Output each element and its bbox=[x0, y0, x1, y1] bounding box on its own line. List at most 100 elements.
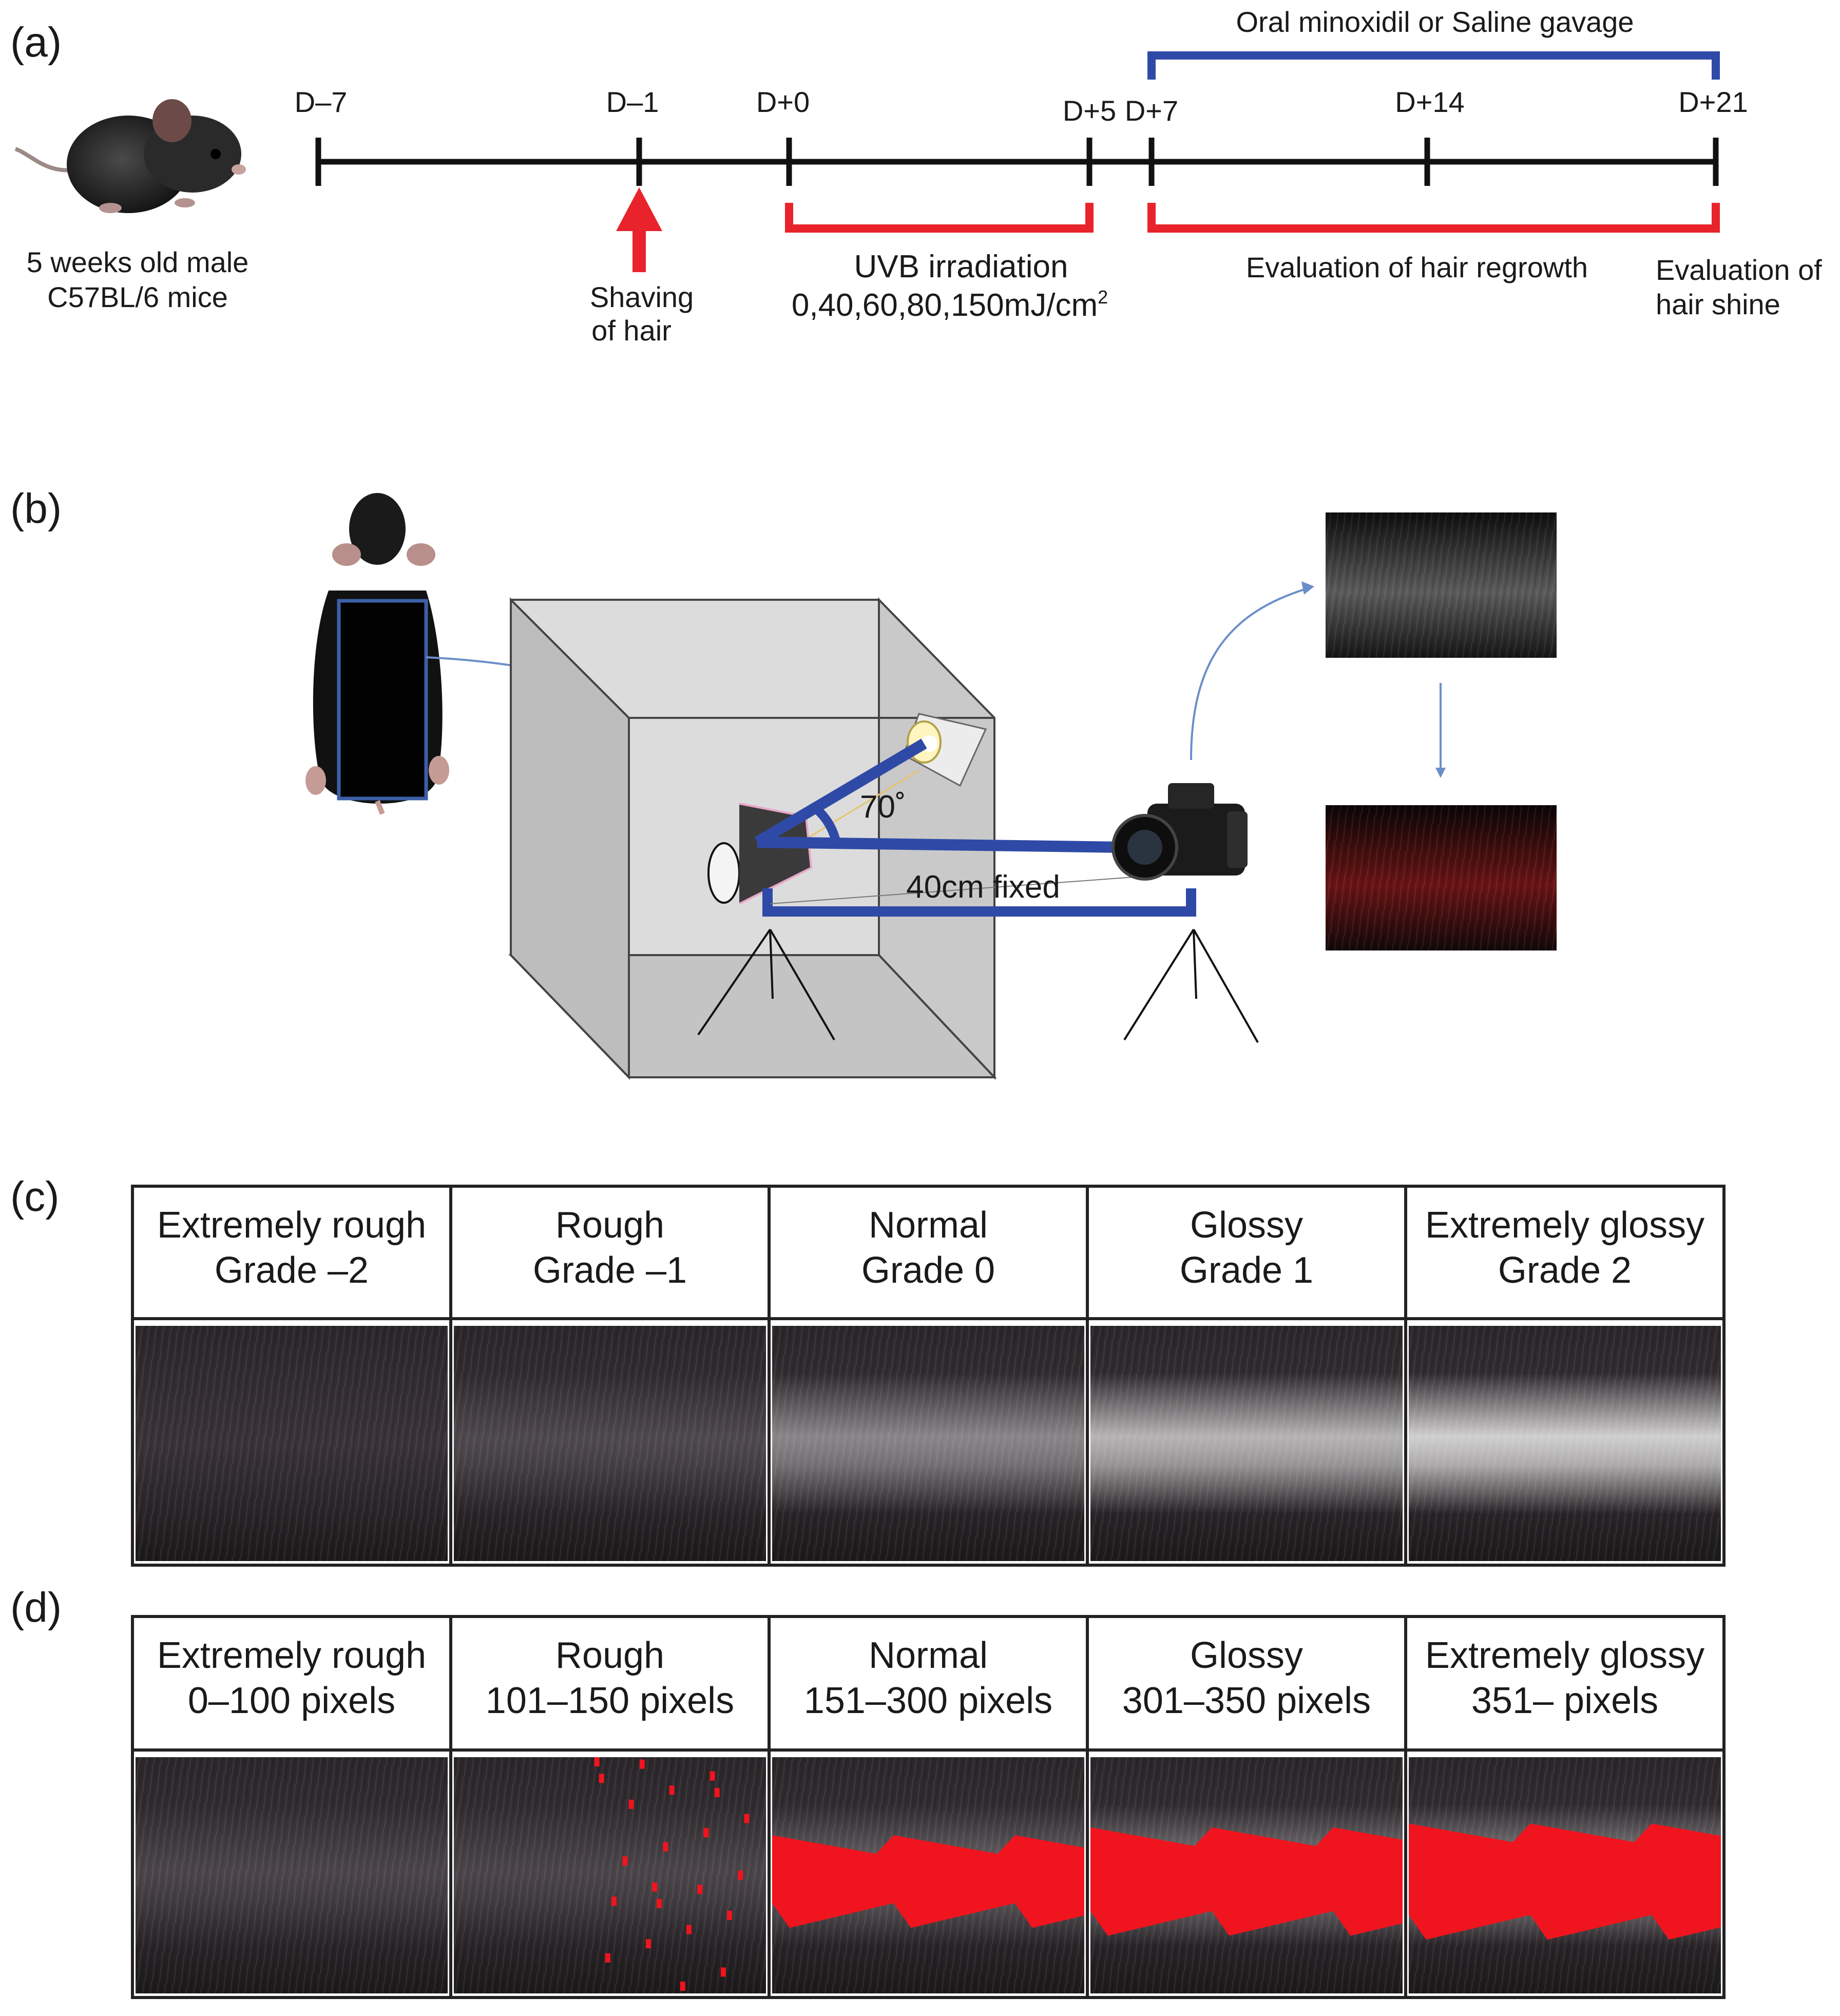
shine-pixel bbox=[738, 1870, 743, 1880]
table-frame bbox=[131, 1185, 1726, 1567]
shine-pixel bbox=[697, 1885, 703, 1894]
camera-icon bbox=[1111, 783, 1248, 881]
timeline-tick-label: D–1 bbox=[606, 86, 659, 118]
light-source bbox=[800, 713, 987, 843]
right-tripod bbox=[1123, 928, 1259, 1043]
column-title: Normal bbox=[869, 1635, 988, 1676]
shine-pixel bbox=[669, 1785, 675, 1795]
guide-line bbox=[770, 875, 1156, 904]
fur-texture bbox=[136, 1326, 448, 1561]
timeline-tick-label: D+14 bbox=[1395, 86, 1464, 118]
column-title: Glossy bbox=[1190, 1205, 1303, 1246]
mouse-caption-line1: 5 weeks old male bbox=[27, 246, 249, 278]
shine-pixel bbox=[628, 1799, 634, 1809]
timeline-tick-label: D+21 bbox=[1678, 86, 1748, 118]
panel-a-label: (a) bbox=[10, 19, 62, 66]
shine-pixel bbox=[720, 1967, 726, 1977]
column-value: 301–350 pixels bbox=[1122, 1680, 1371, 1721]
shine-pixel bbox=[686, 1925, 692, 1934]
incident-light-path bbox=[754, 738, 927, 847]
regrowth-label: Evaluation of hair regrowth bbox=[1246, 251, 1588, 283]
panel-a: (a) 5 weeks old male C57BL/6 mice D–7 D–1… bbox=[10, 6, 1822, 347]
column-value: Grade 0 bbox=[861, 1250, 995, 1291]
shine-pixel bbox=[727, 1911, 732, 1920]
shine-pixel bbox=[657, 1899, 662, 1908]
column-value: 101–150 pixels bbox=[486, 1680, 734, 1721]
shine-band bbox=[454, 1373, 766, 1514]
mouse-caption-line2: C57BL/6 mice bbox=[47, 281, 228, 313]
angle-arc bbox=[813, 805, 841, 847]
panel-b: (b) bbox=[10, 485, 1557, 1080]
panel-d-label: (d) bbox=[10, 1584, 62, 1631]
shine-pixel bbox=[744, 1814, 750, 1823]
uvb-label-line1: UVB irradiation bbox=[854, 249, 1068, 284]
shine-band bbox=[1409, 1373, 1721, 1514]
shine-band bbox=[1090, 1373, 1403, 1514]
angle-label: 70˚ bbox=[860, 789, 906, 825]
shine-pixel bbox=[622, 1856, 628, 1866]
column-title: Extremely rough bbox=[157, 1205, 426, 1246]
shine-band bbox=[772, 1373, 1084, 1514]
column-title: Extremely glossy bbox=[1425, 1205, 1704, 1246]
shaving-label-line1: Shaving bbox=[590, 281, 694, 313]
column-title: Rough bbox=[555, 1635, 664, 1676]
column-value: 151–300 pixels bbox=[804, 1680, 1052, 1721]
shine-pixel-region bbox=[772, 1835, 1084, 1928]
timeline-tick-label: D–7 bbox=[295, 86, 348, 118]
shine-pixel bbox=[710, 1771, 715, 1781]
evaluation-bracket bbox=[1147, 203, 1720, 233]
shaving-label-line2: of hair bbox=[591, 314, 672, 347]
shine-pixel bbox=[652, 1882, 658, 1892]
uvb-bracket bbox=[785, 203, 1094, 233]
uvb-label-line2: 0,40,60,80,150mJ/cm2 bbox=[792, 287, 1108, 323]
column-value: Grade –2 bbox=[215, 1250, 369, 1291]
shine-pixel bbox=[680, 1982, 685, 1991]
shine-band bbox=[136, 1804, 448, 1946]
shine-label-line1: Evaluation of bbox=[1656, 254, 1822, 286]
column-title: Extremely rough bbox=[157, 1635, 426, 1676]
left-tripod bbox=[697, 928, 835, 1041]
mouse-top-view bbox=[305, 493, 449, 815]
shine-pixel bbox=[703, 1828, 709, 1837]
column-value: Grade 2 bbox=[1498, 1250, 1632, 1291]
captured-image-texture bbox=[1326, 512, 1557, 658]
shine-pixel bbox=[611, 1896, 617, 1906]
column-value: 0–100 pixels bbox=[188, 1680, 395, 1721]
timeline-tick-label: D+5 bbox=[1063, 94, 1116, 127]
panel-b-label: (b) bbox=[10, 485, 62, 532]
table-frame bbox=[131, 1615, 1726, 1999]
gavage-label: Oral minoxidil or Saline gavage bbox=[1236, 6, 1634, 38]
shine-pixel-region bbox=[1409, 1823, 1721, 1940]
gavage-bracket bbox=[1147, 51, 1720, 80]
column-value: Grade 1 bbox=[1180, 1250, 1313, 1291]
shine-pixel bbox=[599, 1774, 604, 1783]
timeline-tick-label: D+7 bbox=[1125, 94, 1178, 127]
shine-label-line2: hair shine bbox=[1656, 288, 1780, 320]
shine-pixel bbox=[645, 1939, 651, 1949]
shine-pixel bbox=[663, 1842, 668, 1852]
column-value: 351– pixels bbox=[1471, 1680, 1658, 1721]
column-title: Extremely glossy bbox=[1425, 1635, 1704, 1676]
sample-holder bbox=[707, 803, 813, 905]
column-value: Grade –1 bbox=[533, 1250, 687, 1291]
shine-pixel bbox=[639, 1759, 645, 1769]
output-curve bbox=[1190, 587, 1310, 760]
column-title: Rough bbox=[555, 1205, 664, 1246]
distance-label: 40cm fixed bbox=[906, 869, 1060, 905]
shine-band bbox=[454, 1804, 766, 1946]
shine-pixel bbox=[594, 1757, 600, 1766]
camera-view-path bbox=[757, 836, 1125, 853]
mouse-illustration bbox=[14, 99, 246, 213]
shine-pixel bbox=[605, 1953, 610, 1963]
distance-bracket bbox=[762, 888, 1196, 917]
shine-pixel-region bbox=[1090, 1827, 1403, 1936]
panel-c-label: (c) bbox=[10, 1173, 60, 1220]
column-title: Normal bbox=[869, 1205, 988, 1246]
shaving-arrow bbox=[616, 187, 662, 272]
